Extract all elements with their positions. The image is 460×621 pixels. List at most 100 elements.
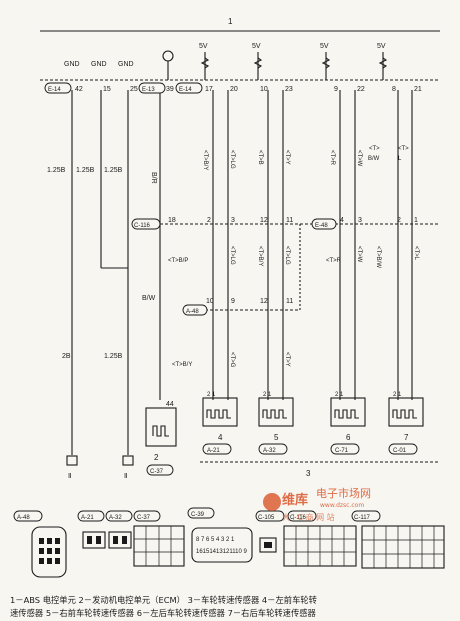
mid-r: <T>R — [326, 258, 342, 264]
resistor-3 — [321, 57, 331, 69]
sig-t-left: <T> — [369, 146, 380, 152]
pin-10: 10 — [260, 86, 268, 93]
row-tag-a32 — [105, 510, 133, 522]
connector-a32-shape — [108, 531, 132, 549]
pin-4: 4 — [340, 217, 344, 224]
sensor-7-pins: 2 1 — [393, 392, 402, 398]
sensor-6-conn: C-71 — [335, 448, 349, 454]
pin-10-mid: 10 — [206, 298, 214, 305]
c37-cells — [134, 526, 444, 568]
ground-left-icon — [66, 455, 78, 466]
row-tag-c39 — [187, 507, 215, 519]
sig-l-right: L — [398, 156, 402, 162]
tag-e13 — [138, 82, 166, 94]
connector-a21-shape — [82, 531, 106, 549]
gnd-label-3: GND — [118, 61, 134, 68]
tag-c116-text: C-116 — [134, 223, 151, 229]
pin-42: 42 — [75, 86, 83, 93]
sensor-5-conn: A-32 — [263, 448, 276, 454]
resistor-4 — [378, 57, 388, 69]
sig-y-top: <T>Y — [284, 150, 290, 165]
sensor-7-box — [388, 397, 424, 427]
wire-label-125b-a: 1.25B — [47, 167, 66, 174]
pin-3: 3 — [231, 217, 235, 224]
group-3-number: 3 — [306, 469, 311, 478]
mid-bby: <T>B/Y — [257, 246, 263, 266]
watermark-brand: 维库 — [282, 492, 308, 508]
low-g: <T>G — [229, 352, 235, 368]
mid-bw: <T>B/W — [375, 246, 381, 268]
row-tag-a48 — [13, 510, 43, 522]
sensor-7-number: 7 — [404, 433, 409, 442]
row-c37-text: C-37 — [137, 515, 151, 521]
low-y: <T>Y — [284, 352, 290, 367]
ecm-coil-icon — [152, 425, 169, 437]
figure-number: 1 — [228, 17, 233, 26]
wire-label-125b-b: 1.25B — [76, 167, 95, 174]
v5-label-2: 5V — [252, 43, 261, 50]
sensor-5-box — [258, 397, 294, 427]
connector-c105-shape — [259, 537, 277, 553]
sig-bw-left: B/W — [368, 156, 380, 162]
tag-e14-right-text: E-14 — [179, 87, 192, 93]
ground-left-mark: Ⅱ — [68, 473, 71, 480]
gnd-label-1: GND — [64, 61, 80, 68]
resistor-1 — [200, 57, 210, 69]
pin-12-mid: 12 — [260, 298, 268, 305]
sig-t-right: <T> — [398, 146, 409, 152]
sensor-5-coil-icon — [262, 409, 287, 419]
pin-3b: 3 — [358, 217, 362, 224]
tag-e14-right — [175, 82, 203, 94]
tag-c71 — [330, 443, 360, 455]
tag-e14-left — [44, 82, 72, 94]
ground-right-icon — [122, 455, 134, 466]
tag-a21 — [202, 443, 232, 455]
connector-grid-decor — [39, 536, 272, 564]
mid-lg: <T>LG — [229, 246, 235, 265]
v5-label-4: 5V — [377, 43, 386, 50]
wire-label-br: B/R — [150, 172, 157, 184]
sensor-6-coil-icon — [334, 409, 359, 419]
row-tag-c117 — [351, 510, 381, 522]
wire-label-2b: 2B — [62, 353, 71, 360]
row-tag-a21 — [77, 510, 105, 522]
gnd-label-2: GND — [91, 61, 107, 68]
watermark-tag: 大 I C 商 网 站 — [282, 512, 335, 522]
row-c117-text: C-117 — [354, 515, 371, 521]
sensor-7-coil-icon — [392, 409, 417, 419]
sig-lg-top: <T>LG — [229, 150, 235, 169]
tag-c01 — [388, 443, 418, 455]
pin-17: 17 — [205, 86, 213, 93]
legend-line-2: 速传感器 5－右前车轮转速传感器 6－左后车轮转速传感器 7－右后车轮转速传感器 — [10, 608, 317, 618]
pin-2b: 2 — [397, 217, 401, 224]
row-a48-text: A-48 — [17, 515, 30, 521]
row-c116-text: C-116 — [290, 515, 307, 521]
tag-a48-text: A-48 — [186, 309, 199, 315]
sig-by-top: <T>B/Y — [202, 150, 208, 170]
tag-e13-text: E-13 — [142, 87, 155, 93]
sensor-5-pins: 2 1 — [263, 392, 272, 398]
comp-2-number: 2 — [154, 453, 159, 462]
row-c105-text: C-105 — [258, 515, 275, 521]
pin-11: 11 — [286, 217, 293, 224]
sig-b-top: <T>B — [257, 150, 263, 165]
mid-l: <T>L — [413, 246, 419, 261]
sensor-4-coil-icon — [206, 409, 231, 419]
mid-lg2: <T>LG — [284, 246, 290, 265]
sensor-6-pins: 2 1 — [335, 392, 344, 398]
row-a21-text: A-21 — [81, 515, 94, 521]
pin-11-mid: 11 — [286, 298, 293, 305]
ecm-box — [145, 407, 177, 447]
pin-15: 15 — [103, 86, 111, 93]
pin-12: 12 — [260, 217, 268, 224]
pin-9-mid: 9 — [231, 298, 235, 305]
pin-18: 18 — [168, 217, 176, 224]
wire-label-bw: B/W — [142, 295, 156, 302]
c39-pins-row2: 16151413121110 9 — [196, 549, 247, 555]
pin-21: 21 — [414, 86, 422, 93]
sensor-7-conn: C-01 — [393, 448, 407, 454]
watermark-url: www.dzsc.com — [320, 502, 364, 509]
pin-22: 22 — [357, 86, 365, 93]
low-by: <T>B/Y — [172, 362, 192, 368]
sensor-4-pins: 2 1 — [207, 392, 216, 398]
